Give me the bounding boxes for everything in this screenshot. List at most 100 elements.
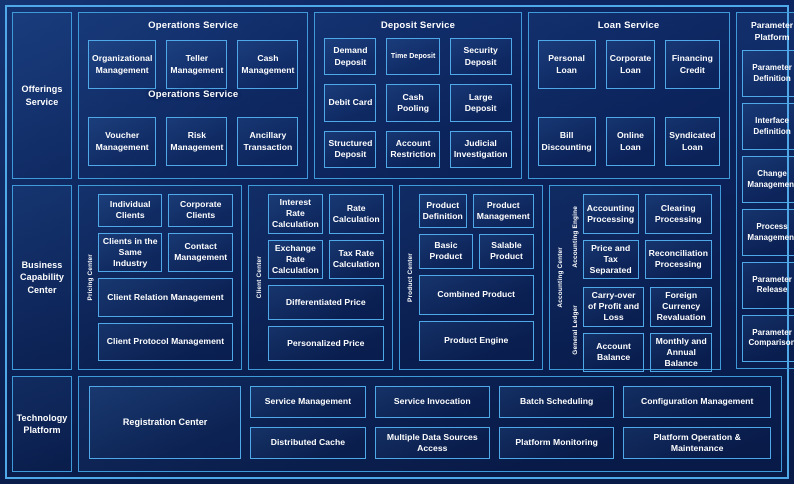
card-accounting-processing[interactable]: Accounting Processing [582,194,639,234]
rail-offerings-service-label: Offerings Service [21,84,63,107]
card-structured-deposit[interactable]: Structured Deposit [324,130,377,168]
card-account-restriction[interactable]: Account Restriction [386,130,440,168]
card-time-deposit[interactable]: Time Deposit [386,38,440,76]
card-product-definition[interactable]: Product Definition [418,194,467,229]
card-syndicated-loan[interactable]: Syndicated Loan [665,117,720,166]
card-individual-clients[interactable]: Individual Clients [98,194,163,227]
card-product-engine[interactable]: Product Engine [418,320,534,361]
card-security-deposit[interactable]: Security Deposit [449,38,512,76]
panel-pricing-center[interactable]: Pricing Center Individual Clients Corpor… [78,185,242,370]
card-cash-pooling[interactable]: Cash Pooling [386,84,440,122]
panel-product-center-vertical-label: Product Center [407,253,415,302]
accounting-engine-section: Accounting Engine Accounting Processing … [569,194,712,280]
card-interest-rate-calculation[interactable]: Interest Rate Calculation [267,194,323,234]
card-large-deposit[interactable]: Large Deposit [449,84,512,122]
technology-platform-panel[interactable]: Registration Center Service Management D… [78,376,782,472]
card-product-management[interactable]: Product Management [472,194,534,229]
card-demand-deposit[interactable]: Demand Deposit [324,38,377,76]
card-clearing-processing[interactable]: Clearing Processing [644,194,712,234]
card-cash-management[interactable]: Cash Management [237,40,299,89]
card-tax-rate-calculation[interactable]: Tax Rate Calculation [328,239,384,280]
card-batch-scheduling[interactable]: Batch Scheduling [498,386,615,418]
general-ledger-vertical-label: General Ledger [572,304,580,355]
general-ledger-cards: Carry-over of Profit and Loss Foreign Cu… [582,287,712,373]
card-multiple-data-sources-access[interactable]: Multiple Data Sources Access [374,427,490,459]
group-loan-service[interactable]: Loan Service Personal Loan Corporate Loa… [527,12,730,179]
card-basic-product[interactable]: Basic Product [418,234,474,269]
technology-column-3: Batch Scheduling Platform Monitoring [498,386,615,459]
card-exchange-rate-calculation[interactable]: Exchange Rate Calculation [267,239,323,280]
group-operations-service-title-duplicate: Operations Service [148,89,239,100]
card-process-management[interactable]: Process Management [741,209,794,256]
card-distributed-cache[interactable]: Distributed Cache [250,427,366,459]
card-client-relation-management[interactable]: Client Relation Management [98,278,233,317]
card-parameter-comparison[interactable]: Parameter Comparison [741,314,794,362]
panel-product-center[interactable]: Product Center Product Definition Produc… [398,185,543,370]
diagram-frame: Offerings Service Operations Service Ope… [5,5,794,479]
card-contact-management[interactable]: Contact Management [168,232,233,273]
general-ledger-section: General Ledger Carry-over of Profit and … [569,287,712,373]
offerings-service-band: Offerings Service Operations Service Ope… [12,12,794,369]
technology-column-1: Service Management Distributed Cache [250,386,366,459]
card-carry-over-of-profit-and-loss[interactable]: Carry-over of Profit and Loss [582,287,645,327]
card-change-management[interactable]: Change Management [741,156,794,204]
card-combined-product[interactable]: Combined Product [418,274,534,315]
panel-product-center-body: Product Definition Product Management Ba… [418,191,538,364]
card-rate-calculation[interactable]: Rate Calculation [328,194,384,234]
card-registration-center[interactable]: Registration Center [89,386,242,459]
accounting-engine-vertical-label: Accounting Engine [572,205,580,268]
parameter-platform-title: Parameter Platform [751,20,794,43]
card-reconciliation-processing[interactable]: Reconciliation Processing [644,239,712,280]
rail-offerings-service[interactable]: Offerings Service [12,12,72,179]
card-personalized-price[interactable]: Personalized Price [267,326,384,361]
panel-accounting-center-vertical-label: Accounting Center [557,247,565,308]
card-service-invocation[interactable]: Service Invocation [374,386,490,418]
group-operations-service-title: Operations Service [148,20,239,31]
pricing-center-row-2: Clients in the Same Industry Contact Man… [98,232,233,273]
technology-column-2: Service Invocation Multiple Data Sources… [374,386,490,459]
panel-accounting-center[interactable]: Accounting Center Accounting Engine Acco… [548,185,721,373]
card-clients-in-the-same-industry[interactable]: Clients in the Same Industry [98,232,163,273]
card-ancillary-transaction[interactable]: Ancillary Transaction [237,117,299,166]
card-bill-discounting[interactable]: Bill Discounting [537,117,596,166]
card-voucher-management[interactable]: Voucher Management [88,117,157,166]
card-platform-operation-and-maintenance[interactable]: Platform Operation & Maintenance [623,427,772,459]
card-teller-management[interactable]: Teller Management [166,40,228,89]
card-financing-credit[interactable]: Financing Credit [665,40,720,89]
panel-client-center[interactable]: Client Center Interest Rate Calculation … [247,185,393,370]
card-judicial-investigation[interactable]: Judicial Investigation [449,130,512,168]
rail-business-capability-center[interactable]: Business Capability Center [12,185,72,370]
panel-pricing-center-vertical-label: Pricing Center [86,254,94,301]
group-deposit-service[interactable]: Deposit Service Demand Deposit Time Depo… [314,12,522,179]
card-account-balance[interactable]: Account Balance [582,332,645,373]
card-configuration-management[interactable]: Configuration Management [623,386,772,418]
panel-accounting-center-body: Accounting Engine Accounting Processing … [568,191,716,373]
card-corporate-loan[interactable]: Corporate Loan [605,40,656,89]
card-corporate-clients[interactable]: Corporate Clients [168,194,233,227]
panel-client-center-body: Interest Rate Calculation Rate Calculati… [267,191,388,364]
parameter-platform-panel[interactable]: Parameter Platform Parameter Definition … [735,12,794,369]
rail-technology-platform[interactable]: Technology Platform [12,376,72,472]
card-interface-definition[interactable]: Interface Definition [741,103,794,151]
group-operations-service[interactable]: Operations Service Operations Service Or… [78,12,309,179]
rail-technology-platform-label: Technology Platform [16,412,68,435]
card-parameter-release[interactable]: Parameter Release [741,262,794,309]
group-deposit-service-title: Deposit Service [380,20,456,31]
card-personal-loan[interactable]: Personal Loan [537,40,596,89]
card-parameter-definition[interactable]: Parameter Definition [741,50,794,98]
card-service-management[interactable]: Service Management [250,386,366,418]
card-salable-product[interactable]: Salable Product [479,234,534,269]
card-online-loan[interactable]: Online Loan [605,117,656,166]
card-price-and-tax-separated[interactable]: Price and Tax Separated [582,239,639,280]
card-differentiated-price[interactable]: Differentiated Price [267,285,384,321]
business-capability-center-band: Business Capability Center Pricing Cente… [12,185,721,373]
card-organizational-management[interactable]: Organizational Management [88,40,157,89]
rail-business-capability-center-label: Business Capability Center [19,260,64,295]
card-client-protocol-management[interactable]: Client Protocol Management [98,322,233,362]
card-debit-card[interactable]: Debit Card [324,84,377,122]
card-risk-management[interactable]: Risk Management [166,117,228,166]
card-platform-monitoring[interactable]: Platform Monitoring [498,427,615,459]
card-foreign-currency-revaluation[interactable]: Foreign Currency Revaluation [650,287,712,327]
card-monthly-and-annual-balance[interactable]: Monthly and Annual Balance [650,332,712,373]
